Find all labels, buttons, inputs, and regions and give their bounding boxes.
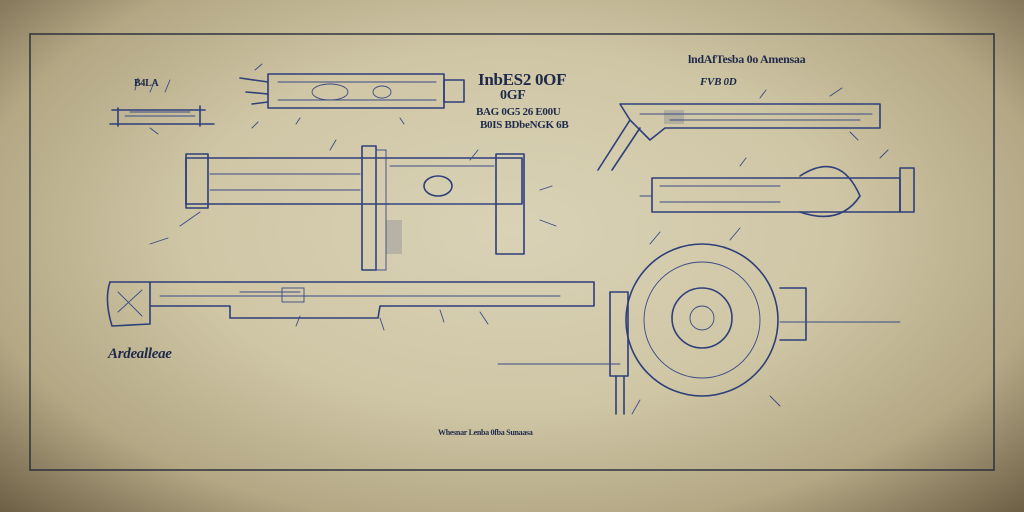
lower-barrel-figure bbox=[106, 281, 595, 331]
cylinder-figure bbox=[639, 149, 915, 218]
receiver-figure bbox=[239, 63, 465, 129]
heading-line-2: 0GF bbox=[500, 88, 526, 103]
rifle-top-right-figure bbox=[597, 87, 881, 171]
main-body-figure bbox=[149, 139, 557, 271]
footer-caption: Whesnar Lenba 0fba Sunaasa bbox=[438, 428, 533, 437]
heading-line-1: InbES2 0OF bbox=[478, 70, 567, 89]
round-assembly-figure bbox=[497, 227, 901, 415]
sheet-frame bbox=[29, 33, 995, 471]
signature: Ardealleae bbox=[108, 346, 172, 362]
caption-line-1: BAG 0G5 26 E00U bbox=[476, 106, 561, 118]
small-figure-label: B4LA bbox=[134, 78, 159, 89]
small-bracket-figure bbox=[109, 77, 215, 135]
sheet-title: lndAfTesba 0o Amensaa bbox=[688, 52, 806, 66]
sheet-subtitle: FVB 0D bbox=[700, 76, 737, 88]
caption-line-2: B0IS BDbeNGK 6B bbox=[480, 119, 569, 131]
